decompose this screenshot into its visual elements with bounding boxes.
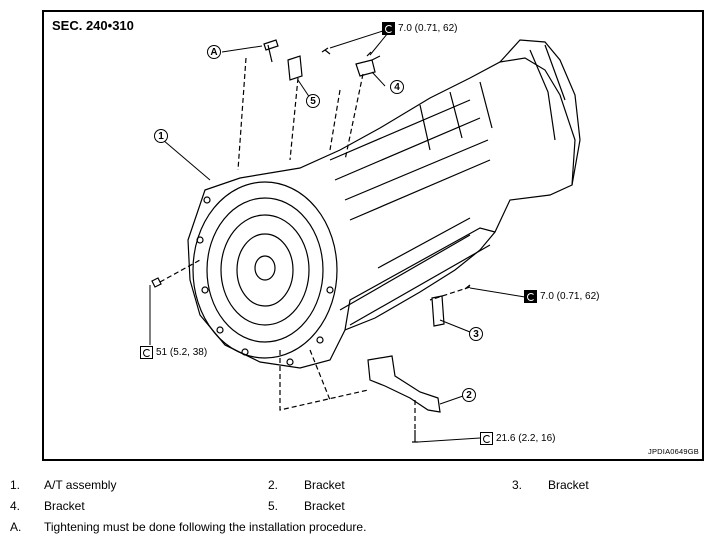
bracket-5-drawing <box>263 39 303 81</box>
callout-3: 3 <box>469 327 483 341</box>
legend-item-4: Bracket <box>44 499 85 513</box>
torque-top-value: 7.0 (0.71, 62) <box>398 23 458 34</box>
legend-item-a: Tightening must be done following the in… <box>44 520 367 534</box>
legend-num-5: 5. <box>268 499 279 513</box>
leader-lines <box>149 27 526 443</box>
legend-item-1: A/T assembly <box>44 478 117 492</box>
callout-5: 5 <box>306 94 320 108</box>
torque-left: 51 (5.2, 38) <box>140 346 207 359</box>
bracket-4-drawing <box>355 55 381 77</box>
callout-4: 4 <box>390 80 404 94</box>
torque-wrench-icon <box>524 290 537 303</box>
legend-letter-a: A. <box>10 520 22 534</box>
diagram-frame <box>42 10 704 461</box>
torque-wrench-icon <box>382 22 395 35</box>
figure-code: JPDIA0649GB <box>648 447 699 456</box>
callout-a: A <box>207 45 221 59</box>
legend-num-2: 2. <box>268 478 279 492</box>
torque-left-value: 51 (5.2, 38) <box>156 347 208 358</box>
callout-2: 2 <box>462 388 476 402</box>
section-title: SEC. 240•310 <box>52 18 134 33</box>
at-assembly-drawing <box>187 39 581 369</box>
legend-item-3: Bracket <box>548 478 589 492</box>
torque-wrench-icon <box>480 432 493 445</box>
legend-item-2: Bracket <box>304 478 345 492</box>
installation-lines <box>159 57 471 430</box>
legend-num-4: 4. <box>10 499 21 513</box>
legend-item-5: Bracket <box>304 499 345 513</box>
legend-num-3: 3. <box>512 478 523 492</box>
torque-wrench-icon <box>140 346 153 359</box>
torque-bottom-value: 21.6 (2.2, 16) <box>496 433 556 444</box>
legend-num-1: 1. <box>10 478 21 492</box>
torque-right-value: 7.0 (0.71, 62) <box>540 291 600 302</box>
torque-top: 7.0 (0.71, 62) <box>382 22 457 35</box>
torque-bottom: 21.6 (2.2, 16) <box>480 432 555 445</box>
callout-1: 1 <box>154 129 168 143</box>
torque-right: 7.0 (0.71, 62) <box>524 290 599 303</box>
bracket-3-drawing <box>431 295 445 327</box>
bracket-2-drawing <box>367 355 441 413</box>
